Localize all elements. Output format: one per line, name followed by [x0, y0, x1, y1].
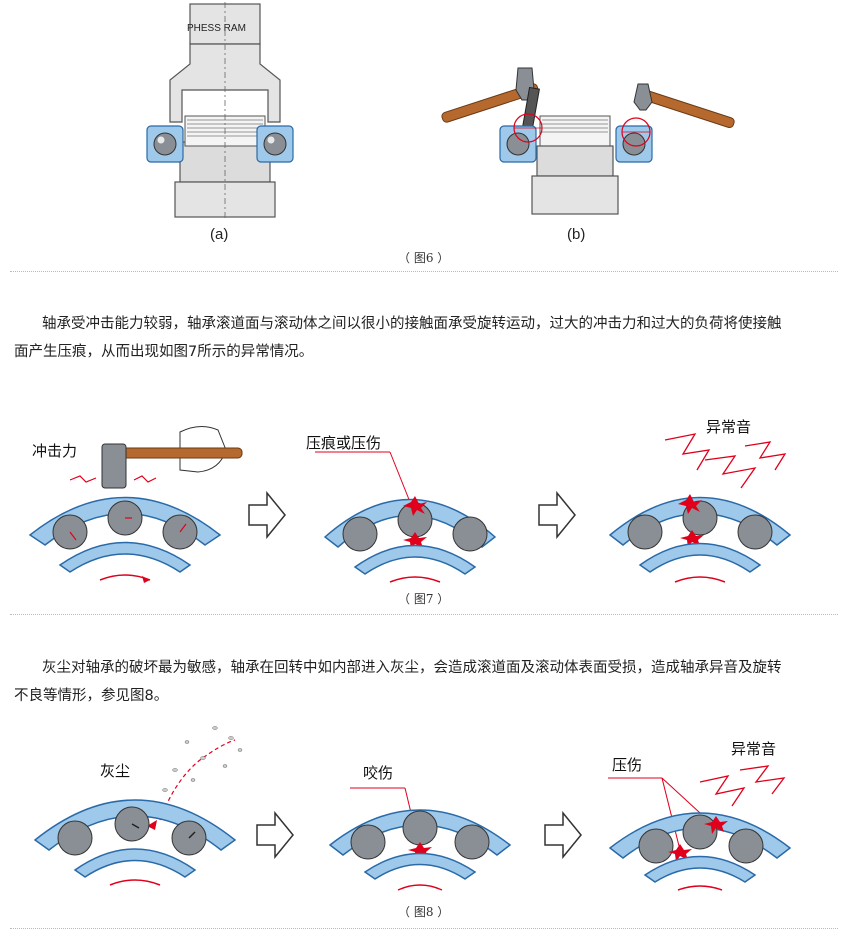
abnormal-noise-label: 异常音	[706, 418, 752, 436]
impact-force-label: 冲击力	[32, 442, 78, 460]
figure-7-caption: （ 图7 ）	[398, 592, 450, 606]
bearing-impact-panel	[28, 426, 243, 583]
paragraph-line: 灰尘对轴承的破坏最为敏感，轴承在回转中如内部进入灰尘，会造成滚道面及滚动体表面受…	[42, 660, 782, 676]
divider	[10, 614, 838, 615]
crush-damage-label: 压伤	[612, 756, 643, 774]
bearing-bite-panel	[328, 787, 512, 891]
ram-label: PHESS RAM	[187, 23, 246, 34]
arrow-right-icon	[248, 490, 286, 540]
hammering-diagram	[441, 67, 735, 215]
arrow-right-icon	[256, 810, 294, 860]
figure-8-caption: （ 图8 ）	[398, 905, 450, 919]
bearing-crush-panel	[608, 765, 792, 891]
figure-6-caption: （ 图6 ）	[398, 251, 450, 265]
paragraph-line: 不良等情形，参见图8。	[14, 688, 169, 704]
press-ram-diagram	[146, 2, 294, 220]
subfigure-b-label: (b)	[567, 226, 586, 243]
bearing-noise-panel	[608, 433, 792, 583]
abnormal-noise-label: 异常音	[731, 740, 777, 758]
paragraph-line: 轴承受冲击能力较弱，轴承滚道面与滚动体之间以很小的接触面承受旋转运动，过大的冲击…	[42, 316, 782, 332]
divider	[10, 271, 838, 272]
bearing-dent-panel	[315, 451, 497, 583]
arrow-right-icon	[544, 810, 582, 860]
dent-label: 压痕或压伤	[306, 434, 382, 452]
dust-label: 灰尘	[100, 762, 131, 780]
subfigure-a-label: (a)	[210, 226, 229, 243]
arrow-right-icon	[538, 490, 576, 540]
bite-damage-label: 咬伤	[363, 764, 394, 782]
divider	[10, 928, 838, 929]
paragraph-line: 面产生压痕，从而出现如图7所示的异常情况。	[14, 344, 314, 360]
bearing-dust-panel	[33, 726, 243, 886]
